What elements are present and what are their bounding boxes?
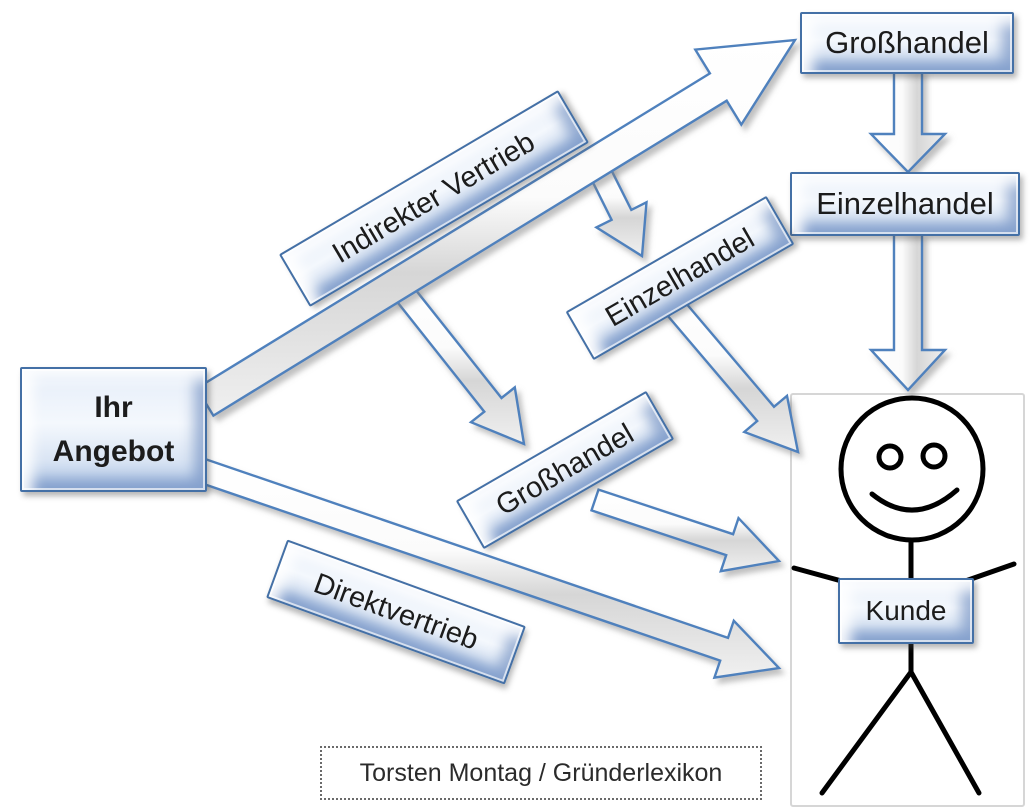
indirect-channel-label: Indirekter Vertrieb bbox=[278, 89, 590, 308]
wholesale-mid-box: Großhandel bbox=[455, 390, 675, 550]
arrow-retail-to-customer bbox=[868, 232, 948, 392]
offer-box: Ihr Angebot bbox=[20, 367, 207, 492]
arrow-offer-to-wholesale-mid bbox=[386, 275, 526, 446]
caption-text: Torsten Montag / Gründerlexikon bbox=[359, 758, 723, 787]
retail-top-box: Einzelhandel bbox=[790, 172, 1020, 236]
retail-mid-box: Einzelhandel bbox=[565, 195, 795, 361]
arrow-wholesale-mid-to-customer bbox=[589, 488, 782, 573]
arrow-wholesale-to-retail bbox=[868, 68, 948, 174]
customer-box: Kunde bbox=[838, 578, 974, 644]
arrow-indirect-main bbox=[194, 38, 798, 418]
arrow-offer-to-retail-mid bbox=[582, 153, 648, 259]
wholesale-top-box: Großhandel bbox=[800, 12, 1014, 74]
caption-box: Torsten Montag / Gründerlexikon bbox=[320, 746, 762, 800]
direct-channel-label: Direktvertrieb bbox=[266, 539, 526, 685]
